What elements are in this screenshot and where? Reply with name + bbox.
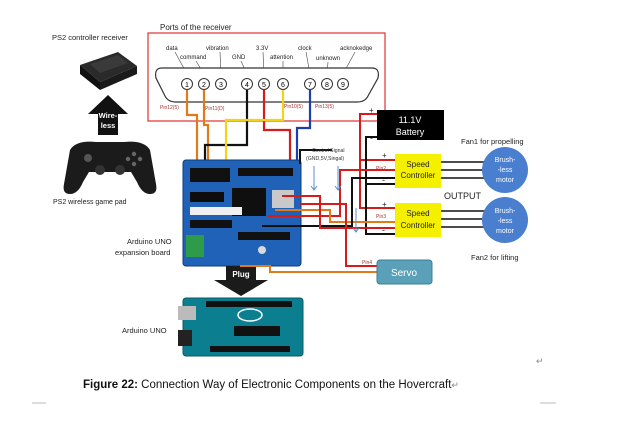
- speed-controller-1-line2: Controller: [401, 171, 436, 180]
- pin-5: [258, 78, 270, 90]
- battery-block: [377, 110, 444, 140]
- pin-number: 8: [325, 82, 329, 89]
- fan2-caption: Fan2 for lifting: [471, 253, 519, 262]
- speed-controller-2-line2: Controller: [401, 221, 436, 230]
- motor-2-line2: -less: [498, 218, 513, 225]
- wireless-label-line2: less: [101, 121, 116, 130]
- pin-number: 2: [202, 82, 206, 89]
- pin-label-attention: attention: [270, 55, 293, 61]
- pin-label-command: command: [180, 55, 206, 61]
- receiver-pins: 1 2 3 4 5 6 7 8 9: [181, 78, 349, 90]
- wire-tag-pin13: Pin13(5): [315, 104, 334, 110]
- motor-1-line2: -less: [498, 167, 513, 174]
- motor-1-line3: motor: [496, 177, 515, 184]
- wire-attention-yellow: [224, 90, 285, 195]
- pin-label-3v3: 3.3V: [256, 46, 268, 52]
- pin-3: [215, 78, 227, 90]
- signal-flow-arrows: [310, 166, 360, 233]
- motor-2-line1: Brush-: [495, 208, 516, 215]
- arduino-uno-label: Arduino UNO: [122, 326, 167, 335]
- speed-controller-1-minus: -: [382, 175, 385, 185]
- pin-label-acknowledge: acknokedge: [340, 46, 373, 52]
- speed-controller-1-pin-tag: Pin2: [376, 166, 386, 172]
- control-signal-note-line1: Control Signal: [312, 148, 345, 154]
- speed-controller-2-pin-tag: Pin3: [376, 214, 386, 220]
- ps2-gamepad-image: [63, 141, 157, 194]
- pin-4: [241, 78, 253, 90]
- servo-label: Servo: [391, 268, 418, 279]
- speed-controller-2-plus: +: [382, 200, 387, 209]
- motor-wires: [441, 161, 486, 228]
- expansion-board-label-line1: Arduino UNO: [127, 237, 172, 246]
- ps2-receiver-image: [80, 52, 137, 90]
- wire-tag-pin12: Pin12(5): [160, 105, 179, 111]
- wire-tag-pin10: Pin10(5): [284, 104, 303, 110]
- servo-pin-tag: Pin4: [362, 260, 372, 266]
- ps2-receiver-label: PS2 controller receiver: [52, 33, 128, 42]
- pin-number: 7: [308, 82, 312, 89]
- figure-caption-number: Figure 22:: [83, 379, 138, 391]
- battery-label-line2: Battery: [396, 127, 425, 137]
- pin-number: 1: [185, 82, 189, 89]
- speed-controller-1-line1: Speed: [406, 160, 429, 169]
- pin-7: [304, 78, 316, 90]
- pin-6: [277, 78, 289, 90]
- servo-block: [376, 259, 433, 285]
- pin-9: [337, 78, 349, 90]
- fan1-caption: Fan1 for propelling: [461, 137, 524, 146]
- wire-3v3-red: [262, 90, 292, 170]
- pin-number: 5: [262, 82, 266, 89]
- pin-2: [198, 78, 210, 90]
- plug-label: Plug: [232, 270, 249, 279]
- speed-controller-2-minus: -: [382, 225, 385, 235]
- wire-command-orange: [202, 90, 210, 170]
- battery-plus: +: [369, 106, 374, 115]
- brushless-motor-1: [482, 147, 528, 193]
- speed-controller-1: [395, 154, 441, 188]
- pin-label-gnd: GND: [232, 55, 246, 61]
- wire-clock-blue: [295, 90, 312, 170]
- wireless-arrow: [88, 95, 128, 135]
- figure-caption-text: Connection Way of Electronic Components …: [138, 379, 452, 391]
- wire-data-orange: [185, 90, 199, 168]
- wire-tag-pin11: Pin11(D): [205, 106, 225, 112]
- pin-label-clock: clock: [298, 46, 313, 52]
- motor-2-line3: motor: [496, 228, 515, 235]
- power-wires: [359, 113, 395, 235]
- pin-number: 9: [341, 82, 345, 89]
- pin-number: 6: [281, 82, 285, 89]
- wireless-label-line1: Wire-: [99, 111, 118, 120]
- figure-caption: Figure 22: Connection Way of Electronic …: [83, 379, 459, 391]
- pin-label-unknown: unknown: [316, 56, 340, 62]
- ps2-gamepad-label: PS2 wireless game pad: [53, 199, 127, 206]
- motor-1-line1: Brush-: [495, 157, 516, 164]
- speed-controller-2-line1: Speed: [406, 209, 429, 218]
- return-mark: ↵: [536, 356, 544, 366]
- pin-8: [321, 78, 333, 90]
- expansion-board-image: [182, 159, 302, 267]
- arduino-uno-image: [178, 297, 304, 357]
- battery-label-line1: 11.1V: [399, 115, 422, 125]
- plug-arrow: [214, 266, 268, 296]
- expansion-board-label-line2: expansion board: [115, 248, 170, 257]
- output-label: OUTPUT: [444, 191, 482, 201]
- figure-caption-mark: ↵: [451, 380, 459, 390]
- control-signal-note-line2: (GND,5V,Singal): [306, 156, 344, 162]
- pin-number: 4: [245, 82, 249, 89]
- pin-number: 3: [219, 82, 223, 89]
- speed-controller-1-plus: +: [382, 151, 387, 160]
- receiver-ports-title: Ports of the receiver: [160, 23, 232, 32]
- pin-label-data: data: [166, 46, 178, 52]
- signal-wires: [240, 149, 395, 273]
- brushless-motor-2: [482, 197, 528, 243]
- pin-label-vibration: vibration: [206, 46, 229, 52]
- speed-controller-2: [395, 203, 441, 237]
- pin-1: [181, 78, 193, 90]
